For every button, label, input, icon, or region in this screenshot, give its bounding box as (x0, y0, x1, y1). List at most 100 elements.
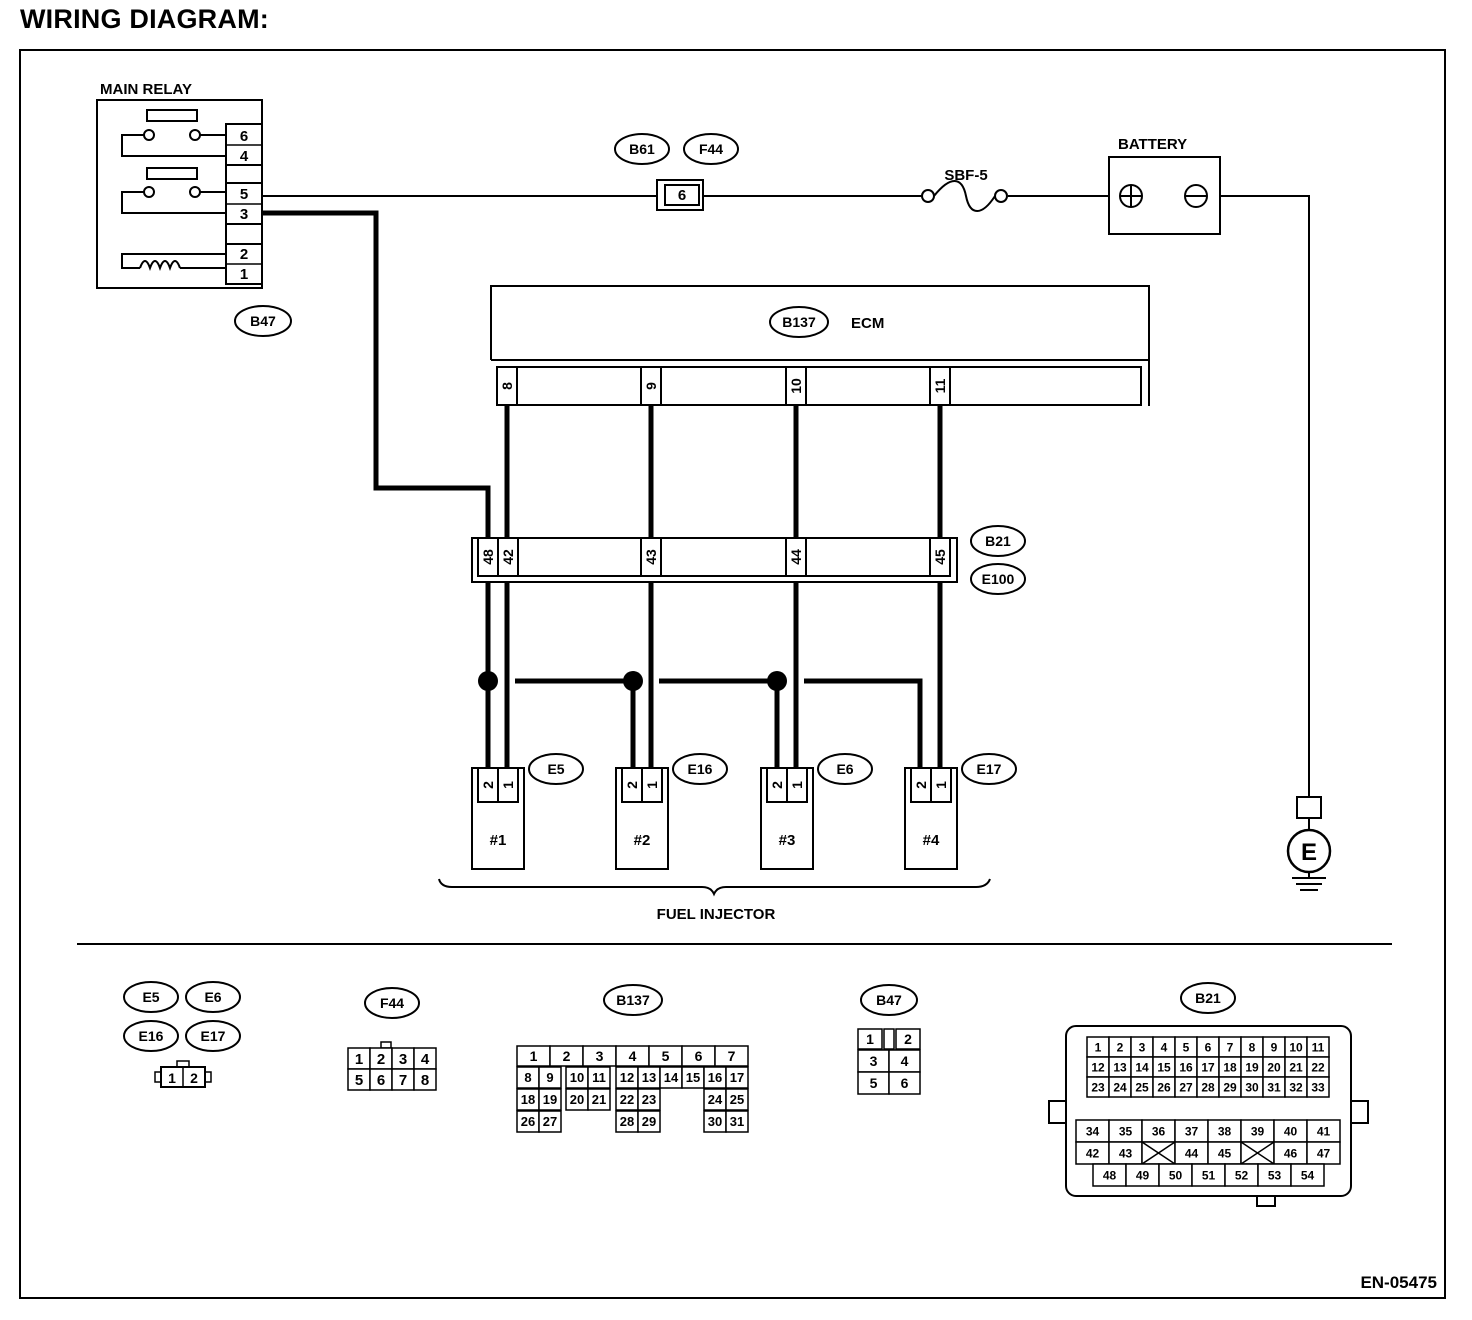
ecm-label: ECM (851, 315, 884, 332)
relay-pin-6: 6 (240, 128, 248, 145)
b21-pin-2: 2 (1117, 1040, 1124, 1054)
b21-pin-26: 26 (1157, 1080, 1171, 1094)
f44-pin-3: 3 (399, 1051, 407, 1068)
intermediate-connector: 48 42 43 44 45 B21 E100 (471, 525, 1026, 595)
b21-pin-3: 3 (1139, 1040, 1146, 1054)
b21-pin-31: 31 (1267, 1080, 1281, 1094)
b137-pin-21-cell (587, 1088, 611, 1111)
b137-pin-8: 8 (524, 1070, 531, 1085)
relay-pin-4: 4 (240, 148, 249, 165)
ecm-pin-9: 9 (643, 382, 659, 390)
b47-pin-1-cell (857, 1028, 883, 1050)
relay-pin-1: 1 (240, 266, 248, 283)
fuel-injector-4: 2 1 #4 E17 (904, 753, 1017, 870)
inj2-pin-1: 1 (644, 781, 660, 789)
inj4-pin-2: 2 (913, 781, 929, 789)
face-b21-tag: B21 (1195, 990, 1221, 1006)
b137-pin-6: 6 (695, 1048, 703, 1064)
inj3-connector-tag: E6 (836, 761, 853, 777)
b47-pin-6-cell (888, 1071, 921, 1095)
b47-pin-2: 2 (904, 1031, 912, 1047)
b137-pin-9: 9 (546, 1070, 553, 1085)
b21-pin-49: 49 (1136, 1168, 1150, 1182)
b137-pin-14: 14 (664, 1070, 679, 1085)
page-title: WIRING DIAGRAM: (20, 4, 269, 34)
b21-pin-53: 53 (1268, 1168, 1282, 1182)
b21-pin-14: 14 (1135, 1060, 1149, 1074)
ecm-pin-11: 11 (932, 378, 948, 393)
b21-pin-43: 43 (1119, 1146, 1133, 1160)
b21-pin-1: 1 (1095, 1040, 1102, 1054)
wire-battery-to-ground (1220, 195, 1310, 797)
relay-pin-2: 2 (240, 246, 248, 263)
b21-pin-30: 30 (1245, 1080, 1259, 1094)
b137-pin-19-cell (538, 1088, 562, 1111)
f44-pin-5: 5 (355, 1072, 363, 1089)
b21-pin-12: 12 (1091, 1060, 1105, 1074)
b137-pin-31: 31 (730, 1114, 744, 1129)
b21-pin-8: 8 (1249, 1040, 1256, 1054)
relay-connector-tag: B47 (250, 313, 276, 329)
ecm-pin-10: 10 (788, 378, 804, 394)
b21-pin-51: 51 (1202, 1168, 1216, 1182)
b137-pin-11: 11 (592, 1070, 606, 1085)
ground: E (1286, 796, 1332, 891)
b137-pin-21: 21 (592, 1092, 606, 1107)
inj3-name: #3 (779, 832, 796, 849)
b47-pin-3: 3 (870, 1053, 878, 1069)
intermediate-tag-e100: E100 (982, 571, 1015, 587)
f44-pin-8: 8 (421, 1072, 429, 1089)
inj3-pin-1: 1 (789, 781, 805, 789)
b21-pin-38: 38 (1218, 1124, 1232, 1138)
b137-pin-22: 22 (620, 1092, 634, 1107)
inj1-pin-2: 2 (480, 781, 496, 789)
wire-relay-pin3 (262, 210, 491, 538)
inj2-connector-tag: E16 (688, 761, 713, 777)
b21-pin-48: 48 (1103, 1168, 1117, 1182)
f44-pin-6: 6 (377, 1072, 385, 1089)
f44-pin-1: 1 (355, 1051, 363, 1068)
fuel-injector-3: 2 1 #3 E6 (760, 753, 873, 870)
main-relay: MAIN RELAY 6 4 5 3 2 1 B47 (96, 81, 292, 337)
face-injector: E5 E6 E16 E17 1 2 (123, 981, 241, 1088)
fuel-injector-2: 2 1 #2 E16 (615, 753, 728, 870)
b21-pin-50: 50 (1169, 1168, 1183, 1182)
b137-pin-28: 28 (620, 1114, 634, 1129)
b137-pin-3: 3 (596, 1048, 604, 1064)
b137-pin-1: 1 (530, 1048, 538, 1064)
fuse-label: SBF-5 (944, 167, 987, 184)
b47-pin-1: 1 (866, 1031, 874, 1047)
b137-pin-13: 13 (642, 1070, 656, 1085)
b47-pin-2-cell (895, 1028, 921, 1050)
inj4-name: #4 (923, 832, 940, 849)
ecm-connector-tag: B137 (782, 314, 816, 330)
f44-pin-2: 2 (377, 1051, 385, 1068)
b137-pin-29-cell (637, 1110, 661, 1133)
b137-pin-10: 10 (570, 1070, 584, 1085)
b21-pin-17: 17 (1201, 1060, 1215, 1074)
b21-pin-25: 25 (1135, 1080, 1149, 1094)
face-b47-tag: B47 (876, 992, 902, 1008)
fuel-injector-1: 2 1 #1 E5 (471, 753, 584, 870)
b137-pin-18: 18 (521, 1092, 535, 1107)
blank-cell-cross (1240, 1141, 1275, 1165)
b137-pin-17: 17 (730, 1070, 744, 1085)
b21-pin-40: 40 (1284, 1124, 1298, 1138)
inj2-name: #2 (634, 832, 651, 849)
b47-pin-4: 4 (901, 1053, 909, 1069)
b21-pin-20: 20 (1267, 1060, 1281, 1074)
face-injector-pin-2: 2 (190, 1070, 198, 1086)
face-f44-tag: F44 (380, 995, 404, 1011)
b137-pin-24: 24 (708, 1092, 723, 1107)
b21-pin-34: 34 (1086, 1124, 1100, 1138)
b137-pin-15: 15 (686, 1070, 700, 1085)
b21-pin-9: 9 (1271, 1040, 1278, 1054)
relay-pin-3: 3 (240, 206, 248, 223)
b137-pin-20: 20 (570, 1092, 584, 1107)
b21-pin-13: 13 (1113, 1060, 1127, 1074)
b21-pin-45: 45 (1218, 1146, 1232, 1160)
